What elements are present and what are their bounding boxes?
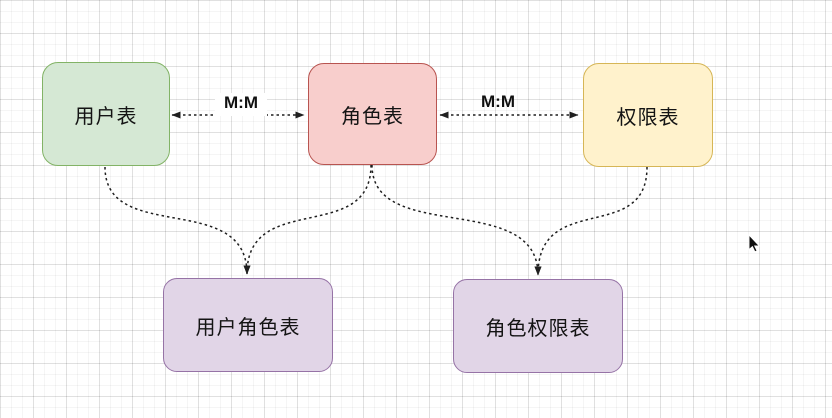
node-user-table-label: 用户表 [74,105,138,128]
edge-user-to-userrole[interactable] [104,166,251,275]
edge-role-to-roleperm[interactable] [371,164,542,276]
node-user-table[interactable]: 用户表 [42,62,170,166]
node-permission-table[interactable]: 权限表 [583,63,713,167]
node-permission-table-label: 权限表 [616,106,680,129]
node-role-table-label: 角色表 [341,105,404,128]
node-role-permission-table-label: 角色权限表 [485,317,591,340]
edge-permission-to-roleperm[interactable] [534,166,648,276]
node-user-role-table[interactable]: 用户角色表 [163,278,333,372]
node-role-table[interactable]: 角色表 [308,63,437,165]
mouse-cursor-icon [748,233,761,253]
node-user-role-table-label: 用户角色表 [195,316,301,339]
edge-label-role-permission: M:M [481,92,515,111]
edge-role-to-userrole[interactable] [243,164,372,275]
edge-label-user-role: M:M [215,93,267,116]
node-role-permission-table[interactable]: 角色权限表 [453,279,623,373]
